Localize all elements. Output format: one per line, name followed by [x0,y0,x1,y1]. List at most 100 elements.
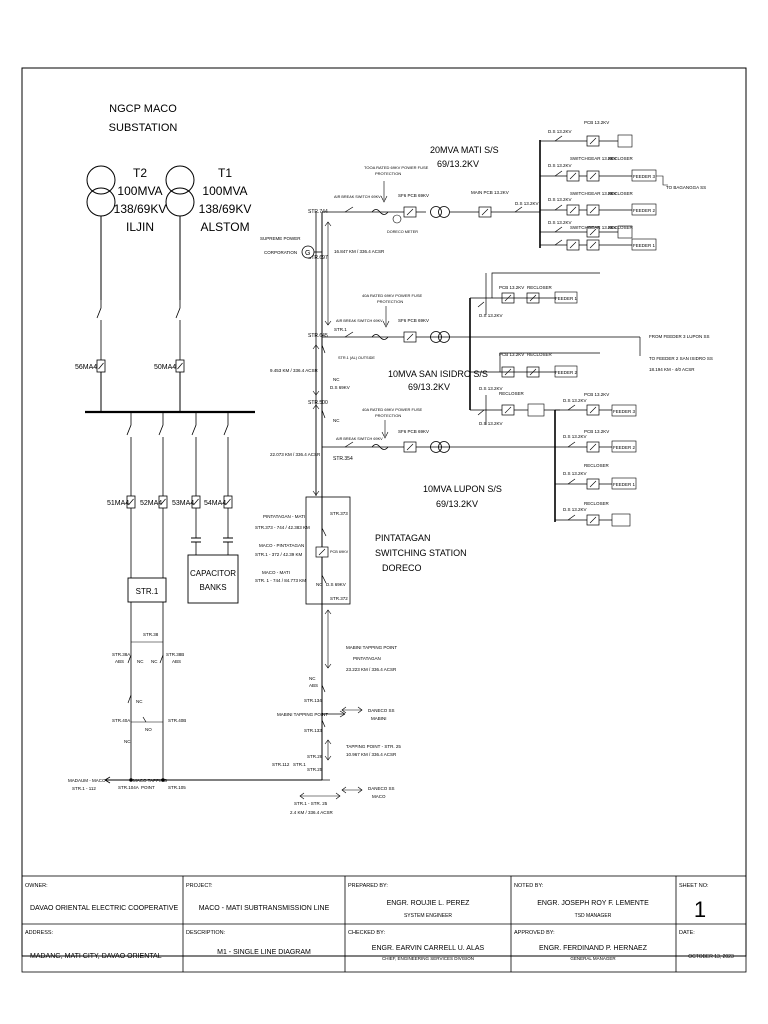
svg-text:AIR BREAK SWITCH 69KV: AIR BREAK SWITCH 69KV [334,195,381,199]
svg-text:TO FEEDER 2 SAN ISIDRO SS: TO FEEDER 2 SAN ISIDRO SS [649,356,713,361]
madaum-maco-1: MADAUM - MACO [68,778,106,783]
svg-text:56MA4: 56MA4 [75,364,97,371]
svg-text:FROM FEEDER 3 LUPON SS: FROM FEEDER 3 LUPON SS [649,334,710,339]
to-banaggsa: TO BAGANGGA SS [666,185,706,190]
lupon-title-1: 10MVA LUPON S/S [423,484,502,494]
fuse-note-lupon-1: 40A RATED 69KV POWER FUSE [362,407,422,412]
label-nc-7: NC [316,582,323,587]
title-block [21,875,747,973]
svg-text:DANECO SS: DANECO SS [368,786,395,791]
label-abs-3: ABS [309,683,318,688]
svg-text:SWITCHGEAR 13.2KV: SWITCHGEAR 13.2KV [570,156,617,161]
svg-text:D.S 13.2KV: D.S 13.2KV [548,197,572,202]
svg-text:STR.1 - STR. 25: STR.1 - STR. 25 [294,801,328,806]
si-title-2: 69/13.2KV [408,382,450,392]
madaum-maco-2: STR.1 - 112 [72,786,96,791]
sf6-label-si: SF6 PCB 69KV [398,318,429,323]
svg-text:STR.104A: STR.104A [118,785,139,790]
pintatagan-title-3: DORECO [382,563,422,573]
svg-text:NC: NC [136,699,143,704]
san-isidro-substation: 40A RATED 69KV POWER FUSE PROTECTION AIR… [322,272,713,426]
svg-text:51MA4: 51MA4 [107,500,129,507]
approved-label: APPROVED BY: [514,930,555,936]
svg-text:SYSTEM ENGINEER: SYSTEM ENGINEER [404,913,452,919]
span-9453: 9.453 KM / 336.4 ACSR [270,368,319,373]
maco-pint-1: MACO - PINTATAGAN [259,543,304,548]
svg-text:SWITCHGEAR 13.2KV: SWITCHGEAR 13.2KV [570,225,617,230]
si-ds-1: D.S 13.2KV [479,313,503,318]
label-54ma4: 54MA4 [204,500,226,507]
svg-text:2.4 KM / 336.4 ACSR: 2.4 KM / 336.4 ACSR [290,810,334,815]
label-str38a: STR.38A [112,652,130,657]
svg-text:PCB 69KV: PCB 69KV [330,550,349,554]
svg-text:D.S 13.2KV: D.S 13.2KV [515,201,539,206]
tap25-1: TAPPING POINT - STR. 25 [346,744,401,749]
svg-text:MAIN PCB 13.2KV: MAIN PCB 13.2KV [471,190,509,195]
svg-text:D.S 13.2KV: D.S 13.2KV [563,507,587,512]
capacitor-banks-box [187,554,239,604]
daneco-maco-2: MACO [372,794,386,799]
t1-make: ALSTOM [200,220,249,234]
svg-text:STR.1 (AL) OUTSIDE: STR.1 (AL) OUTSIDE [338,356,375,360]
svg-text:FEEDER 1: FEEDER 1 [633,243,656,248]
svg-text:53MA4: 53MA4 [172,500,194,507]
svg-text:STR.112: STR.112 [272,762,290,767]
svg-text:MACO - MATI: MACO - MATI [262,570,290,575]
label-no: NO [145,727,152,732]
svg-text:MADANG, MATI CITY, DAVAO ORIEN: MADANG, MATI CITY, DAVAO ORIENTAL [30,953,162,960]
owner-value: DAVAO ORIENTAL ELECTRIC COOPERATIVE [30,905,179,912]
lupon-recloser-2: RECLOSER [584,501,610,506]
si-feeder-2: FEEDER 2 [555,370,578,375]
pcb-69kv-icon [315,546,329,558]
svg-text:DORECO METER: DORECO METER [387,230,418,234]
transformer-mati-icon [430,206,450,218]
svg-text:STR.645: STR.645 [308,333,328,339]
label-abs-1: ABS [115,659,124,664]
svg-text:PROTECTION: PROTECTION [375,413,401,418]
lupon-ds-1: D.S 13.2KV [563,398,587,403]
svg-text:NC: NC [333,418,340,423]
svg-text:FEEDER 3: FEEDER 3 [633,174,656,179]
maco-mati-1: MACO - MATI [262,570,290,575]
mati-recloser-1: RECLOSER [608,156,634,161]
label-str25: STR.25 [307,767,323,772]
svg-text:STR.372: STR.372 [330,596,348,601]
svg-text:RECLOSER: RECLOSER [499,391,525,396]
checked-name: ENGR. EARVIN CARRELL U. ALAS [372,945,485,952]
label-str133: STR.133 [304,728,322,733]
title-block-text: OWNER: DAVAO ORIENTAL ELECTRIC COOPERATI… [25,883,734,961]
svg-text:SWITCHING STATION: SWITCHING STATION [375,548,467,558]
mabini-tap-1: MABINI TAPPING POINT [346,645,397,650]
svg-text:STR.40A: STR.40A [112,718,130,723]
sheet-label: SHEET NO: [679,883,709,889]
mati-ds-2: D.S 13.2KV [548,163,572,168]
svg-text:SHEET NO:: SHEET NO: [679,883,709,889]
svg-text:G: G [305,250,310,257]
svg-text:D.S 69KV: D.S 69KV [330,385,350,390]
svg-text:RECLOSER: RECLOSER [608,191,634,196]
svg-text:AIR BREAK SWITCH 69KV: AIR BREAK SWITCH 69KV [336,437,383,441]
svg-text:D.S 13.2KV: D.S 13.2KV [563,434,587,439]
svg-text:DESCRIPTION:: DESCRIPTION: [186,930,226,936]
svg-text:STR.25: STR.25 [307,767,323,772]
svg-text:40A RATED 69KV POWER FUSE: 40A RATED 69KV POWER FUSE [362,293,422,298]
t2-voltage: 138/69KV [114,202,167,216]
svg-text:STR. 1 - 744 / 84.773 KM: STR. 1 - 744 / 84.773 KM [255,578,306,583]
svg-text:MABINI: MABINI [371,716,387,721]
svg-text:50MA4: 50MA4 [154,364,176,371]
transmission-trunk: STR.744 STR.697 16.847 KM / 336.4 ACSR S… [260,209,385,780]
prepared-title: SYSTEM ENGINEER [404,913,452,919]
svg-text:MABINI TAPPING POINT: MABINI TAPPING POINT [346,645,397,650]
ngcp-title-line1: NGCP MACO [109,103,177,115]
daneco-mabini-2: MABINI [371,716,387,721]
label-pcb69: PCB 69KV [330,550,349,554]
label-nc-2: NC [151,659,158,664]
svg-text:100MVA: 100MVA [202,184,247,198]
t2-rating: 100MVA [117,184,162,198]
svg-text:DORECO: DORECO [382,563,422,573]
maco-mati-2: STR. 1 - 744 / 84.773 KM [255,578,306,583]
svg-text:D.S 13.2KV: D.S 13.2KV [548,220,572,225]
svg-text:SUPREME POWER: SUPREME POWER [260,236,301,241]
svg-text:STR.500: STR.500 [308,400,328,406]
si-pcb-1: PCB 13.2KV [499,285,524,290]
